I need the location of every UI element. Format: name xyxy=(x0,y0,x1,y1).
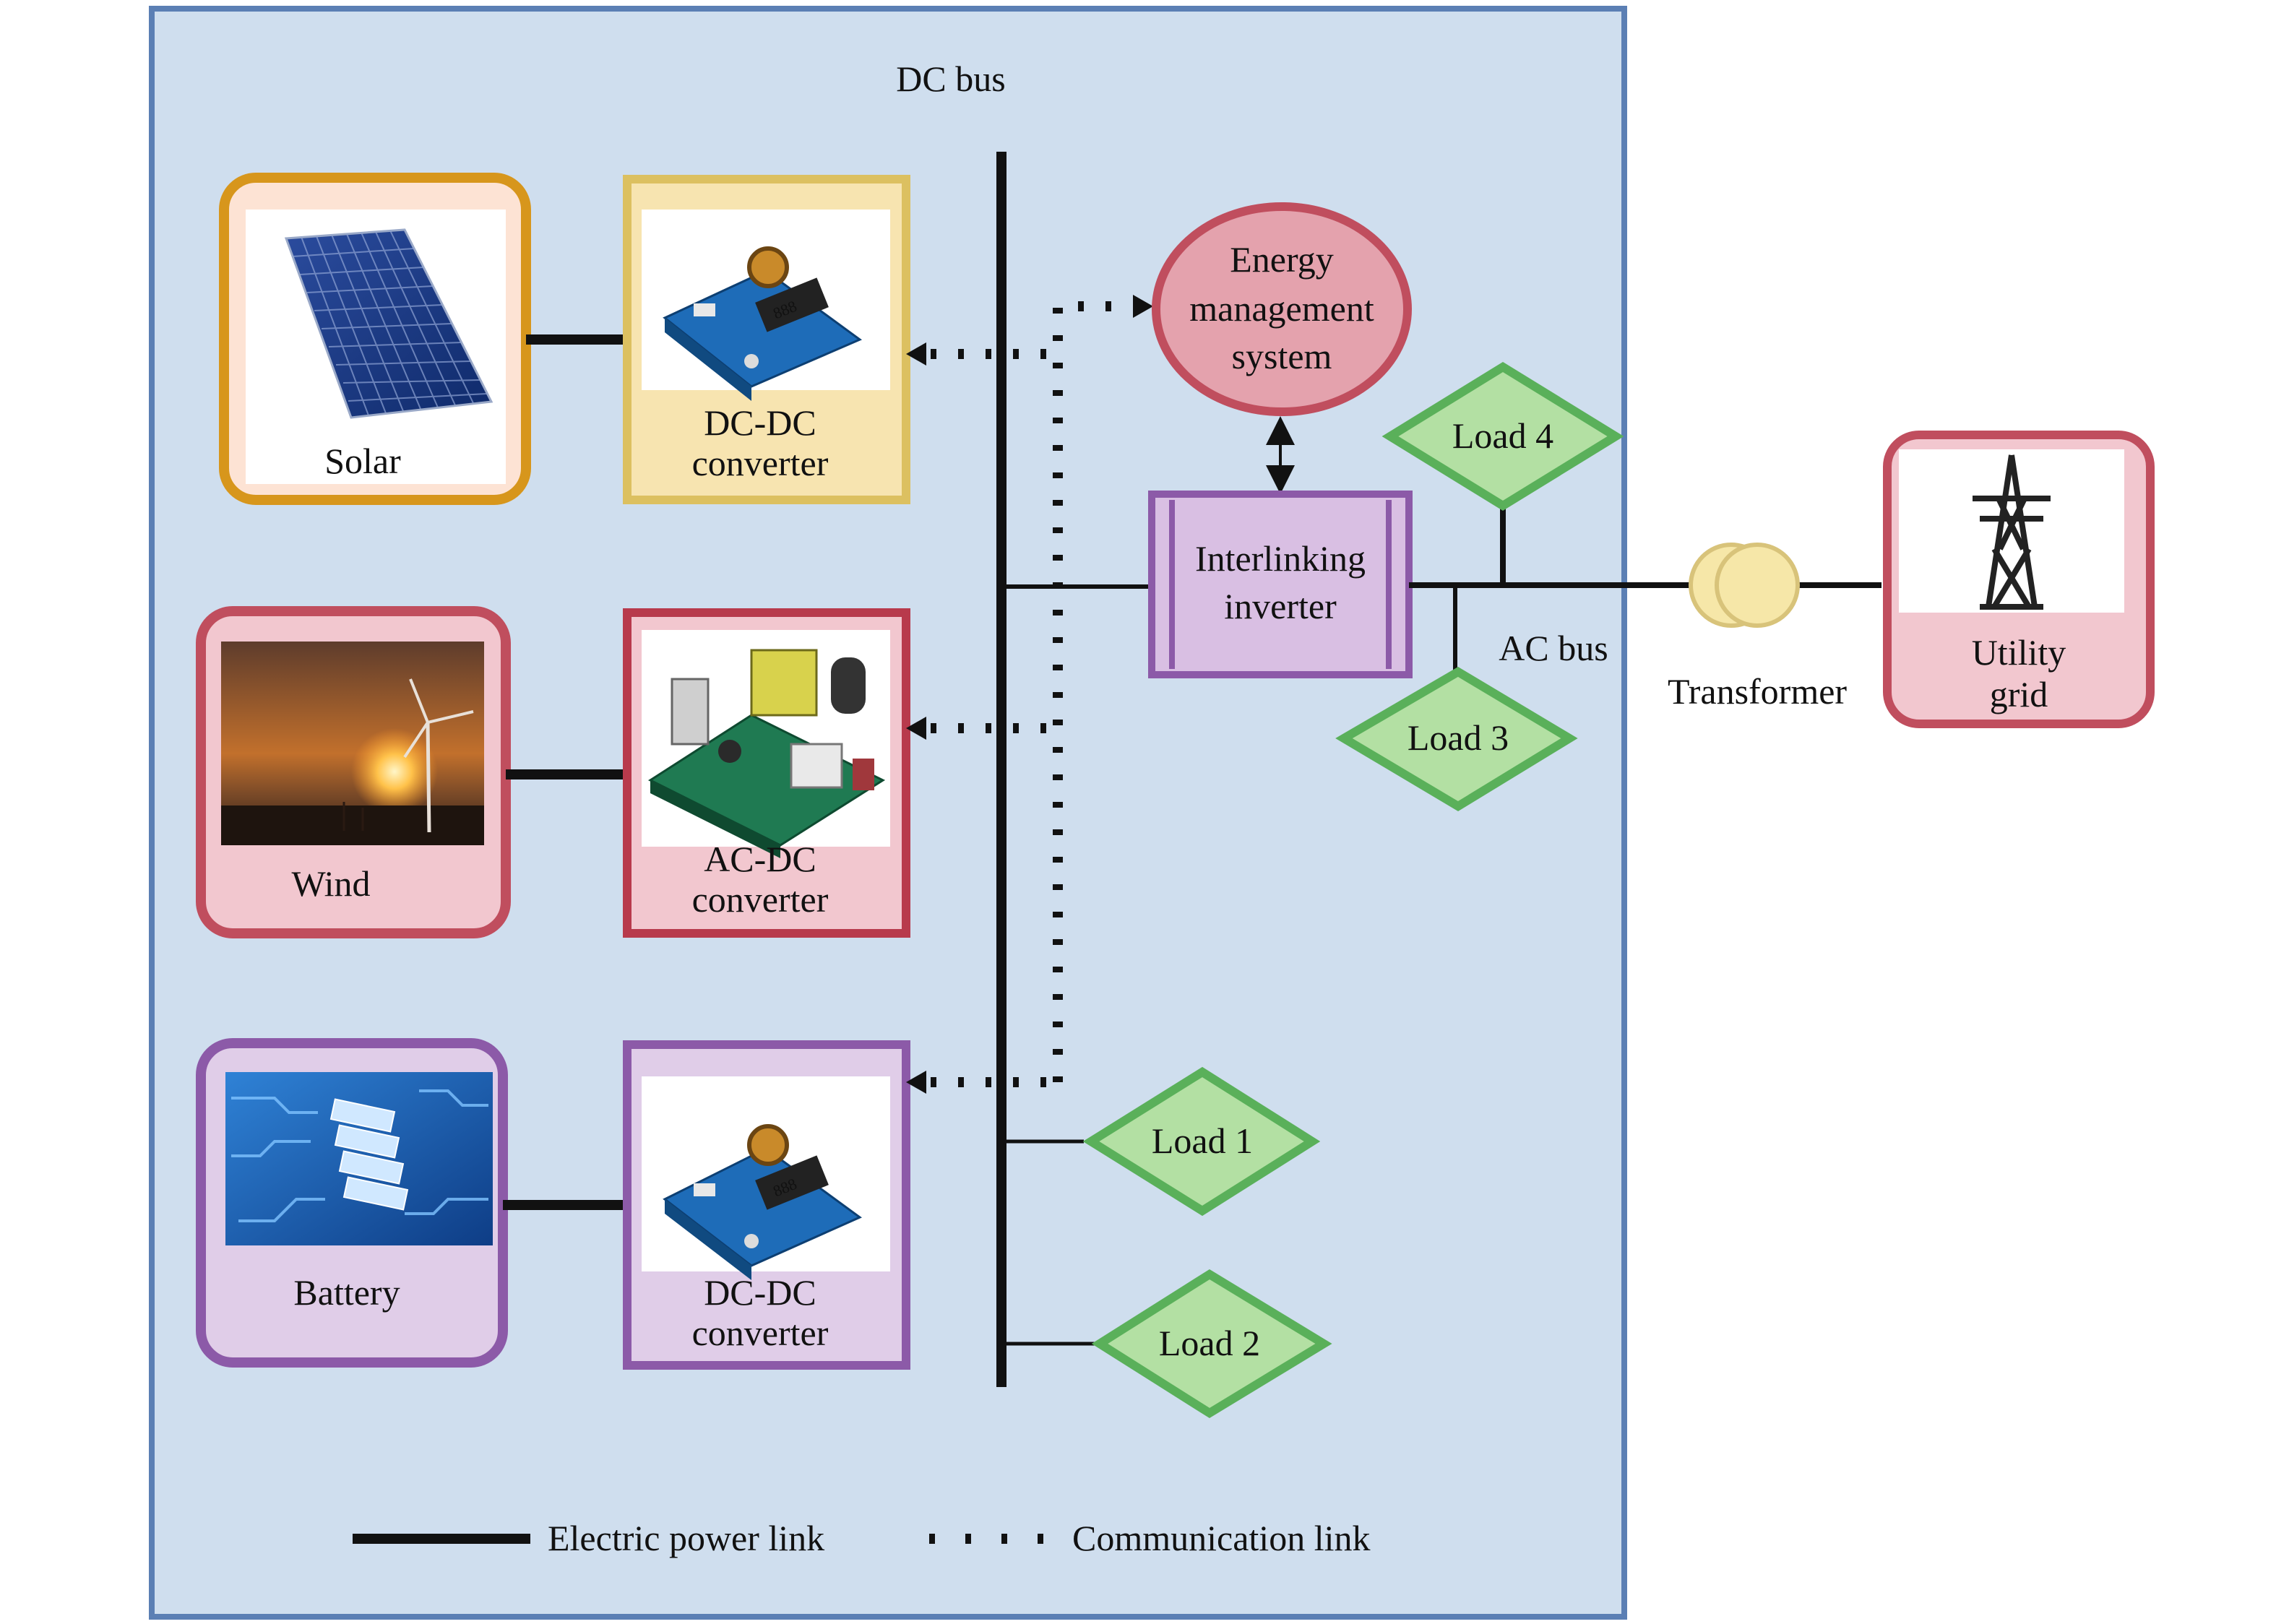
load-4: Load 4 xyxy=(1381,361,1624,511)
load4-label: Load 4 xyxy=(1452,415,1553,456)
battery-converter-label-line2: converter xyxy=(692,1313,829,1353)
legend-communication-label: Communication link xyxy=(1072,1518,1370,1558)
load-1: Load 1 xyxy=(1082,1066,1321,1217)
converter-board-icon: 888 xyxy=(663,1124,862,1280)
ems-label-line1: Energy xyxy=(1230,239,1333,280)
grid-label-line1: Utility xyxy=(1972,632,2066,673)
arrow-to-wind-converter-icon xyxy=(906,717,926,740)
transformer-label: Transformer xyxy=(1668,671,1847,712)
battery-cells-icon xyxy=(329,1098,409,1211)
load1-label: Load 1 xyxy=(1152,1120,1253,1161)
legend: Electric power link Communication link xyxy=(353,1518,1370,1558)
dc-bus-label: DC bus xyxy=(896,59,1005,99)
inverter-label-line1: Interlinking xyxy=(1195,538,1366,579)
battery-circuit-icon xyxy=(225,1072,493,1245)
load2-label: Load 2 xyxy=(1159,1323,1260,1363)
transformer: Transformer xyxy=(1668,543,1847,712)
grid-label-line2: grid xyxy=(1990,674,2048,714)
solar-source: Solar xyxy=(219,173,531,505)
solar-converter-label-line2: converter xyxy=(692,443,829,483)
energy-management-system: Energy management system xyxy=(1152,202,1412,416)
legend-power-label: Electric power link xyxy=(548,1518,824,1558)
arrow-to-ems-icon xyxy=(1133,295,1153,318)
battery-converter-label-line1: DC-DC xyxy=(704,1272,816,1313)
battery-label: Battery xyxy=(293,1272,400,1313)
load-2: Load 2 xyxy=(1091,1269,1332,1419)
solar-dcdc-converter: 888 DC-DC converter xyxy=(623,175,910,504)
wind-acdc-converter: AC-DC converter xyxy=(623,608,910,938)
inverter-label-line2: inverter xyxy=(1224,586,1337,626)
load-3: Load 3 xyxy=(1335,667,1578,812)
ems-label-line3: system xyxy=(1232,336,1332,376)
battery-source: Battery xyxy=(196,1038,508,1368)
power-supply-board-icon xyxy=(647,649,886,858)
solar-label: Solar xyxy=(324,441,401,481)
solar-converter-label-line1: DC-DC xyxy=(704,402,816,443)
transmission-tower-icon xyxy=(1973,454,2051,610)
wind-label: Wind xyxy=(291,863,370,904)
transformer-icon xyxy=(1689,543,1800,628)
arrow-to-battery-converter-icon xyxy=(906,1071,926,1094)
comm-arrowheads xyxy=(906,295,1153,1094)
wind-converter-label-line1: AC-DC xyxy=(704,839,816,879)
load3-label: Load 3 xyxy=(1408,717,1509,758)
battery-dcdc-converter: 888 DC-DC converter xyxy=(623,1040,910,1370)
wind-source: Wind xyxy=(196,606,511,938)
utility-grid: Utility grid xyxy=(1883,431,2155,728)
wind-turbine-photo-icon xyxy=(221,642,484,845)
arrow-to-solar-converter-icon xyxy=(906,342,926,366)
interlinking-inverter: Interlinking inverter xyxy=(1148,491,1413,678)
ac-bus-label: AC bus xyxy=(1499,628,1608,668)
solar-panel-icon xyxy=(284,228,493,419)
communication-links xyxy=(925,301,1127,1087)
wind-converter-label-line2: converter xyxy=(692,879,829,920)
ems-label-line2: management xyxy=(1189,288,1374,329)
converter-board-icon: 888 xyxy=(663,246,863,401)
